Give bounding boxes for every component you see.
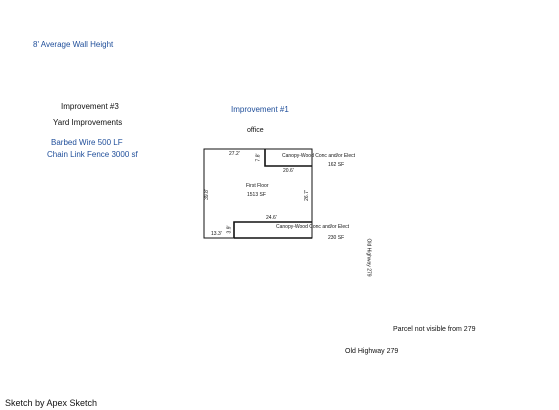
canopy1-label: Canopy-Wood Conc and/or Elect bbox=[282, 153, 356, 159]
canopy1-outline bbox=[264, 149, 312, 167]
dim-top: 27.2' bbox=[229, 151, 240, 157]
road-label-rotated: Old Highway 279 bbox=[365, 238, 372, 277]
main-area-label: First Floor bbox=[246, 183, 269, 189]
canopy2-outline bbox=[233, 221, 312, 238]
wall-height-note: 8' Average Wall Height bbox=[33, 40, 114, 49]
improvement1-use: office bbox=[247, 127, 264, 134]
dim-bottom-inner: 24.6' bbox=[266, 215, 277, 221]
road-name: Old Highway 279 bbox=[345, 348, 399, 355]
dim-right: 26.7' bbox=[303, 190, 310, 201]
improvement3-title: Improvement #3 bbox=[61, 102, 119, 111]
dim-notch-vertical: 7.8' bbox=[255, 153, 262, 162]
dim-left: 39.8' bbox=[203, 189, 210, 200]
canopy2-sf: 230 SF bbox=[328, 235, 345, 241]
sketch-credit: Sketch by Apex Sketch bbox=[5, 398, 98, 408]
dim-bottom-left: 13.3' bbox=[211, 231, 222, 237]
canopy2-label: Canopy-Wood Conc and/or Elect bbox=[276, 224, 350, 230]
improvement3-item-barbed-wire: Barbed Wire 500 LF bbox=[51, 138, 123, 147]
improvement3-subtitle: Yard Improvements bbox=[53, 118, 123, 127]
improvement3-item-chain-link: Chain Link Fence 3000 sf bbox=[47, 150, 138, 159]
canopy1-sf: 162 SF bbox=[328, 162, 345, 168]
main-area-sf: 1513 SF bbox=[247, 192, 266, 198]
improvement1-title: Improvement #1 bbox=[231, 105, 289, 114]
parcel-note: Parcel not visible from 279 bbox=[393, 326, 476, 333]
dim-bottom-step: 3.9' bbox=[226, 225, 233, 234]
dim-notch-horizontal: 20.6' bbox=[283, 168, 294, 174]
